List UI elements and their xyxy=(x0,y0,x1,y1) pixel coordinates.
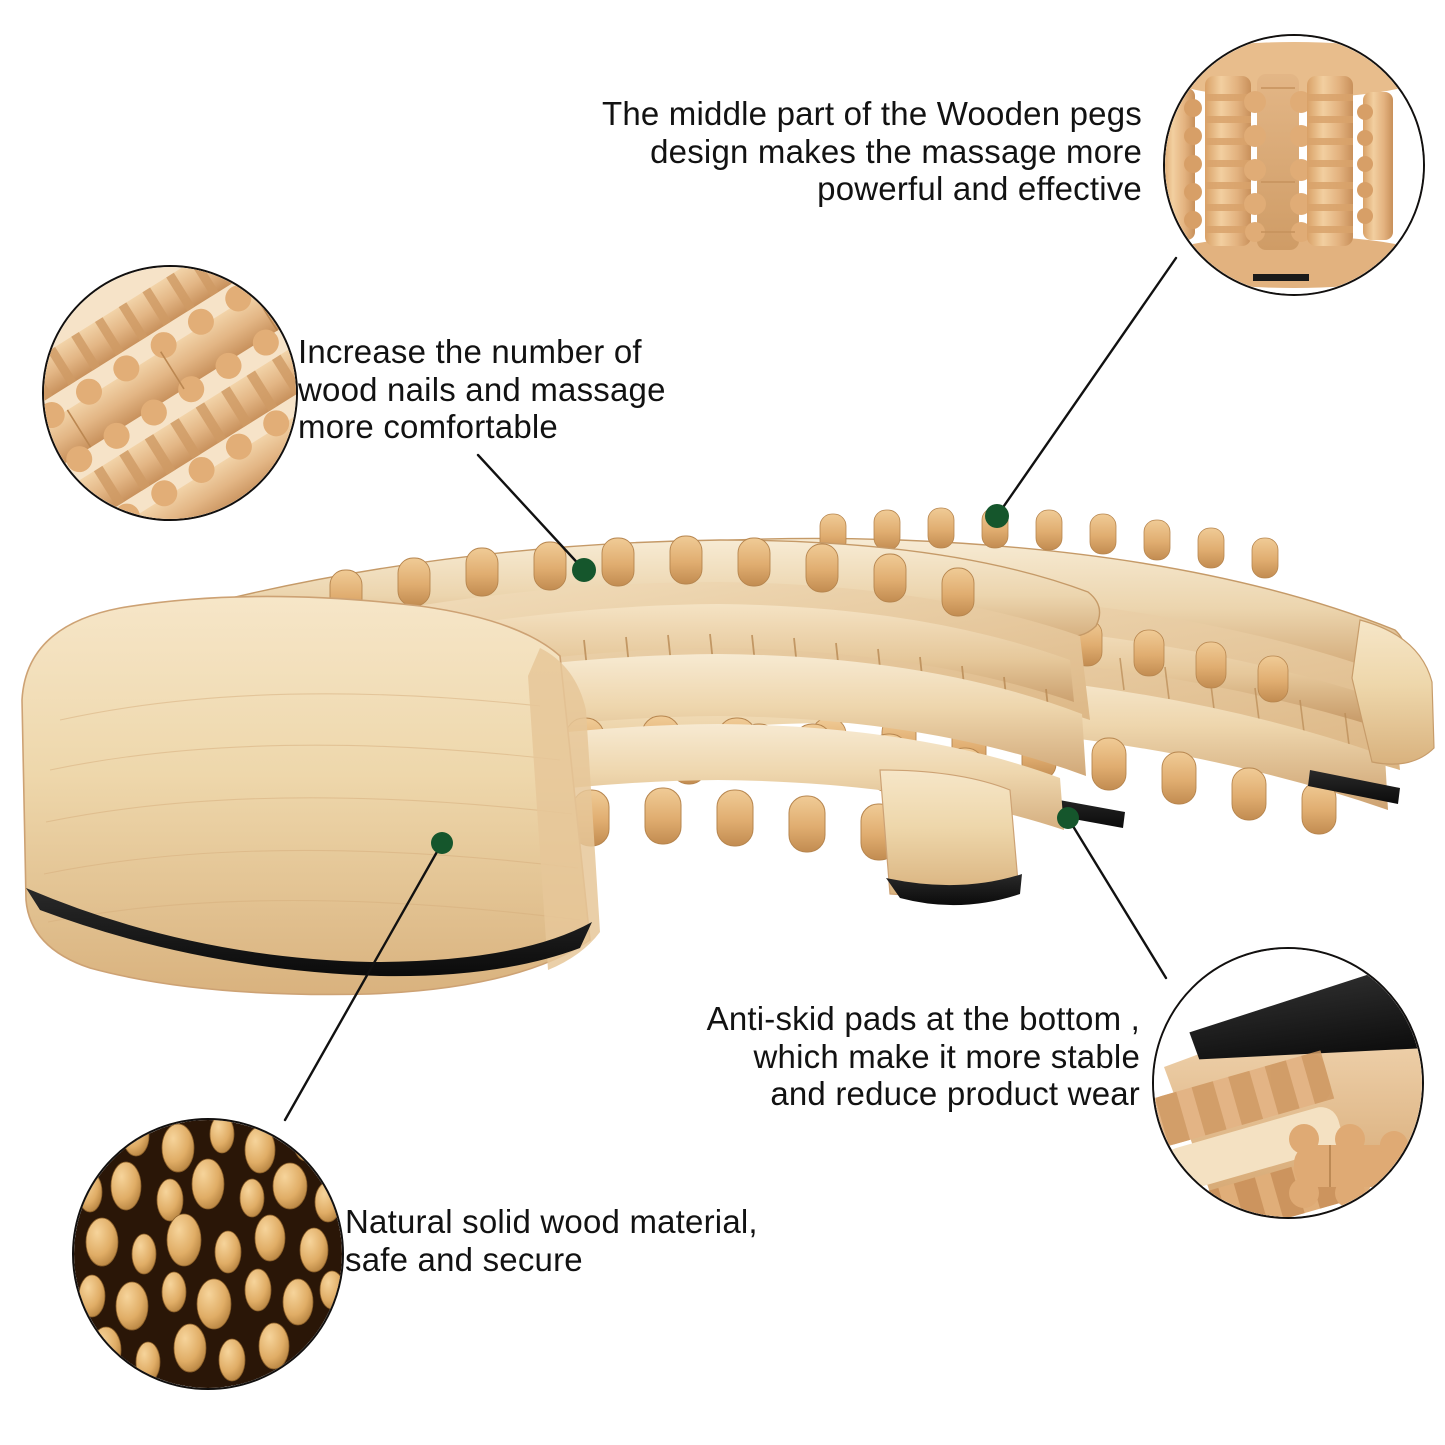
inset-skid-pad-closeup xyxy=(1152,947,1424,1219)
front-roller-unit xyxy=(21,535,1101,996)
inset-pegs-closeup xyxy=(1163,34,1425,296)
mid-support-block xyxy=(879,769,1019,897)
callout-text-wood-nails: Increase the number of wood nails and ma… xyxy=(298,333,666,446)
left-side-panel xyxy=(21,595,591,996)
callout-text-anti-skid-pads: Anti-skid pads at the bottom , which mak… xyxy=(706,1000,1140,1113)
callout-text-solid-wood: Natural solid wood material, safe and se… xyxy=(345,1203,758,1278)
callout-text-middle-pegs: The middle part of the Wooden pegs desig… xyxy=(601,95,1142,208)
inset-logs-closeup xyxy=(72,1118,344,1390)
rear-right-antiskid-pad xyxy=(1308,770,1400,804)
left-panel-inner-edge xyxy=(528,648,600,970)
rear-right-endcap xyxy=(1351,619,1435,765)
mid-antiskid-pad xyxy=(886,874,1022,906)
product-image xyxy=(21,507,1435,996)
rear-top-pegs xyxy=(819,507,1279,579)
inset-nails-closeup xyxy=(42,265,298,521)
left-antiskid-pad xyxy=(26,888,592,977)
